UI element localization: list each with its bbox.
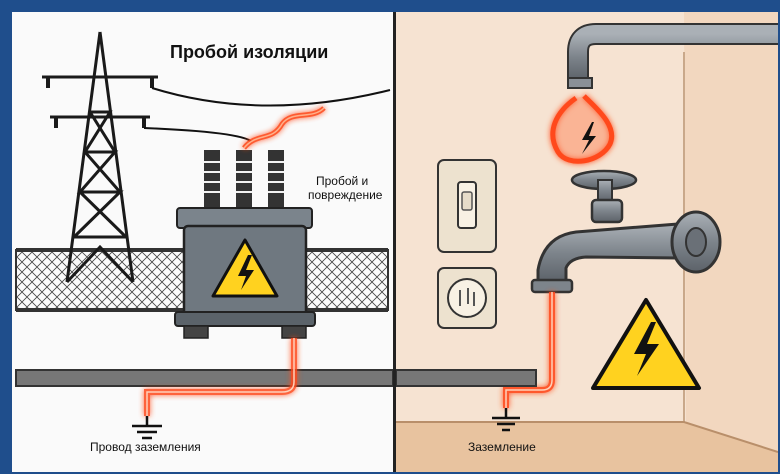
left-panel-insulation-breakdown: Пробой изоляции Пробой и повреждение Про…	[12, 12, 393, 472]
ground-bar	[15, 369, 393, 387]
right-panel-faucet-shock: Заземление	[396, 12, 778, 472]
water-pipe	[567, 23, 778, 89]
ground-wire-label: Провод заземления	[90, 440, 201, 454]
transformer	[174, 150, 316, 339]
right-panel-illustration	[396, 12, 778, 472]
ground-symbol-icon	[492, 408, 520, 432]
diagram-title: Пробой изоляции	[170, 42, 329, 62]
power-pylon	[42, 31, 158, 284]
diagram-canvas: Пробой изоляции Пробой и повреждение Про…	[11, 11, 779, 473]
room-wall	[396, 12, 778, 472]
power-line	[151, 87, 391, 107]
power-outlet	[437, 267, 497, 329]
spark-icon	[550, 94, 615, 180]
water-faucet	[530, 169, 722, 294]
panel-divider	[393, 12, 397, 472]
grounding-label: Заземление	[468, 440, 536, 454]
left-panel-illustration	[15, 31, 393, 440]
feed-line	[143, 127, 253, 143]
light-switch	[437, 159, 497, 253]
high-voltage-warning-icon	[211, 238, 279, 298]
high-voltage-warning-icon	[591, 298, 701, 390]
ground-symbol-icon	[132, 416, 162, 440]
ground-bar-right	[396, 369, 537, 387]
damage-label-line2: повреждение	[308, 188, 383, 202]
damage-label-line1: Пробой и	[316, 174, 369, 188]
